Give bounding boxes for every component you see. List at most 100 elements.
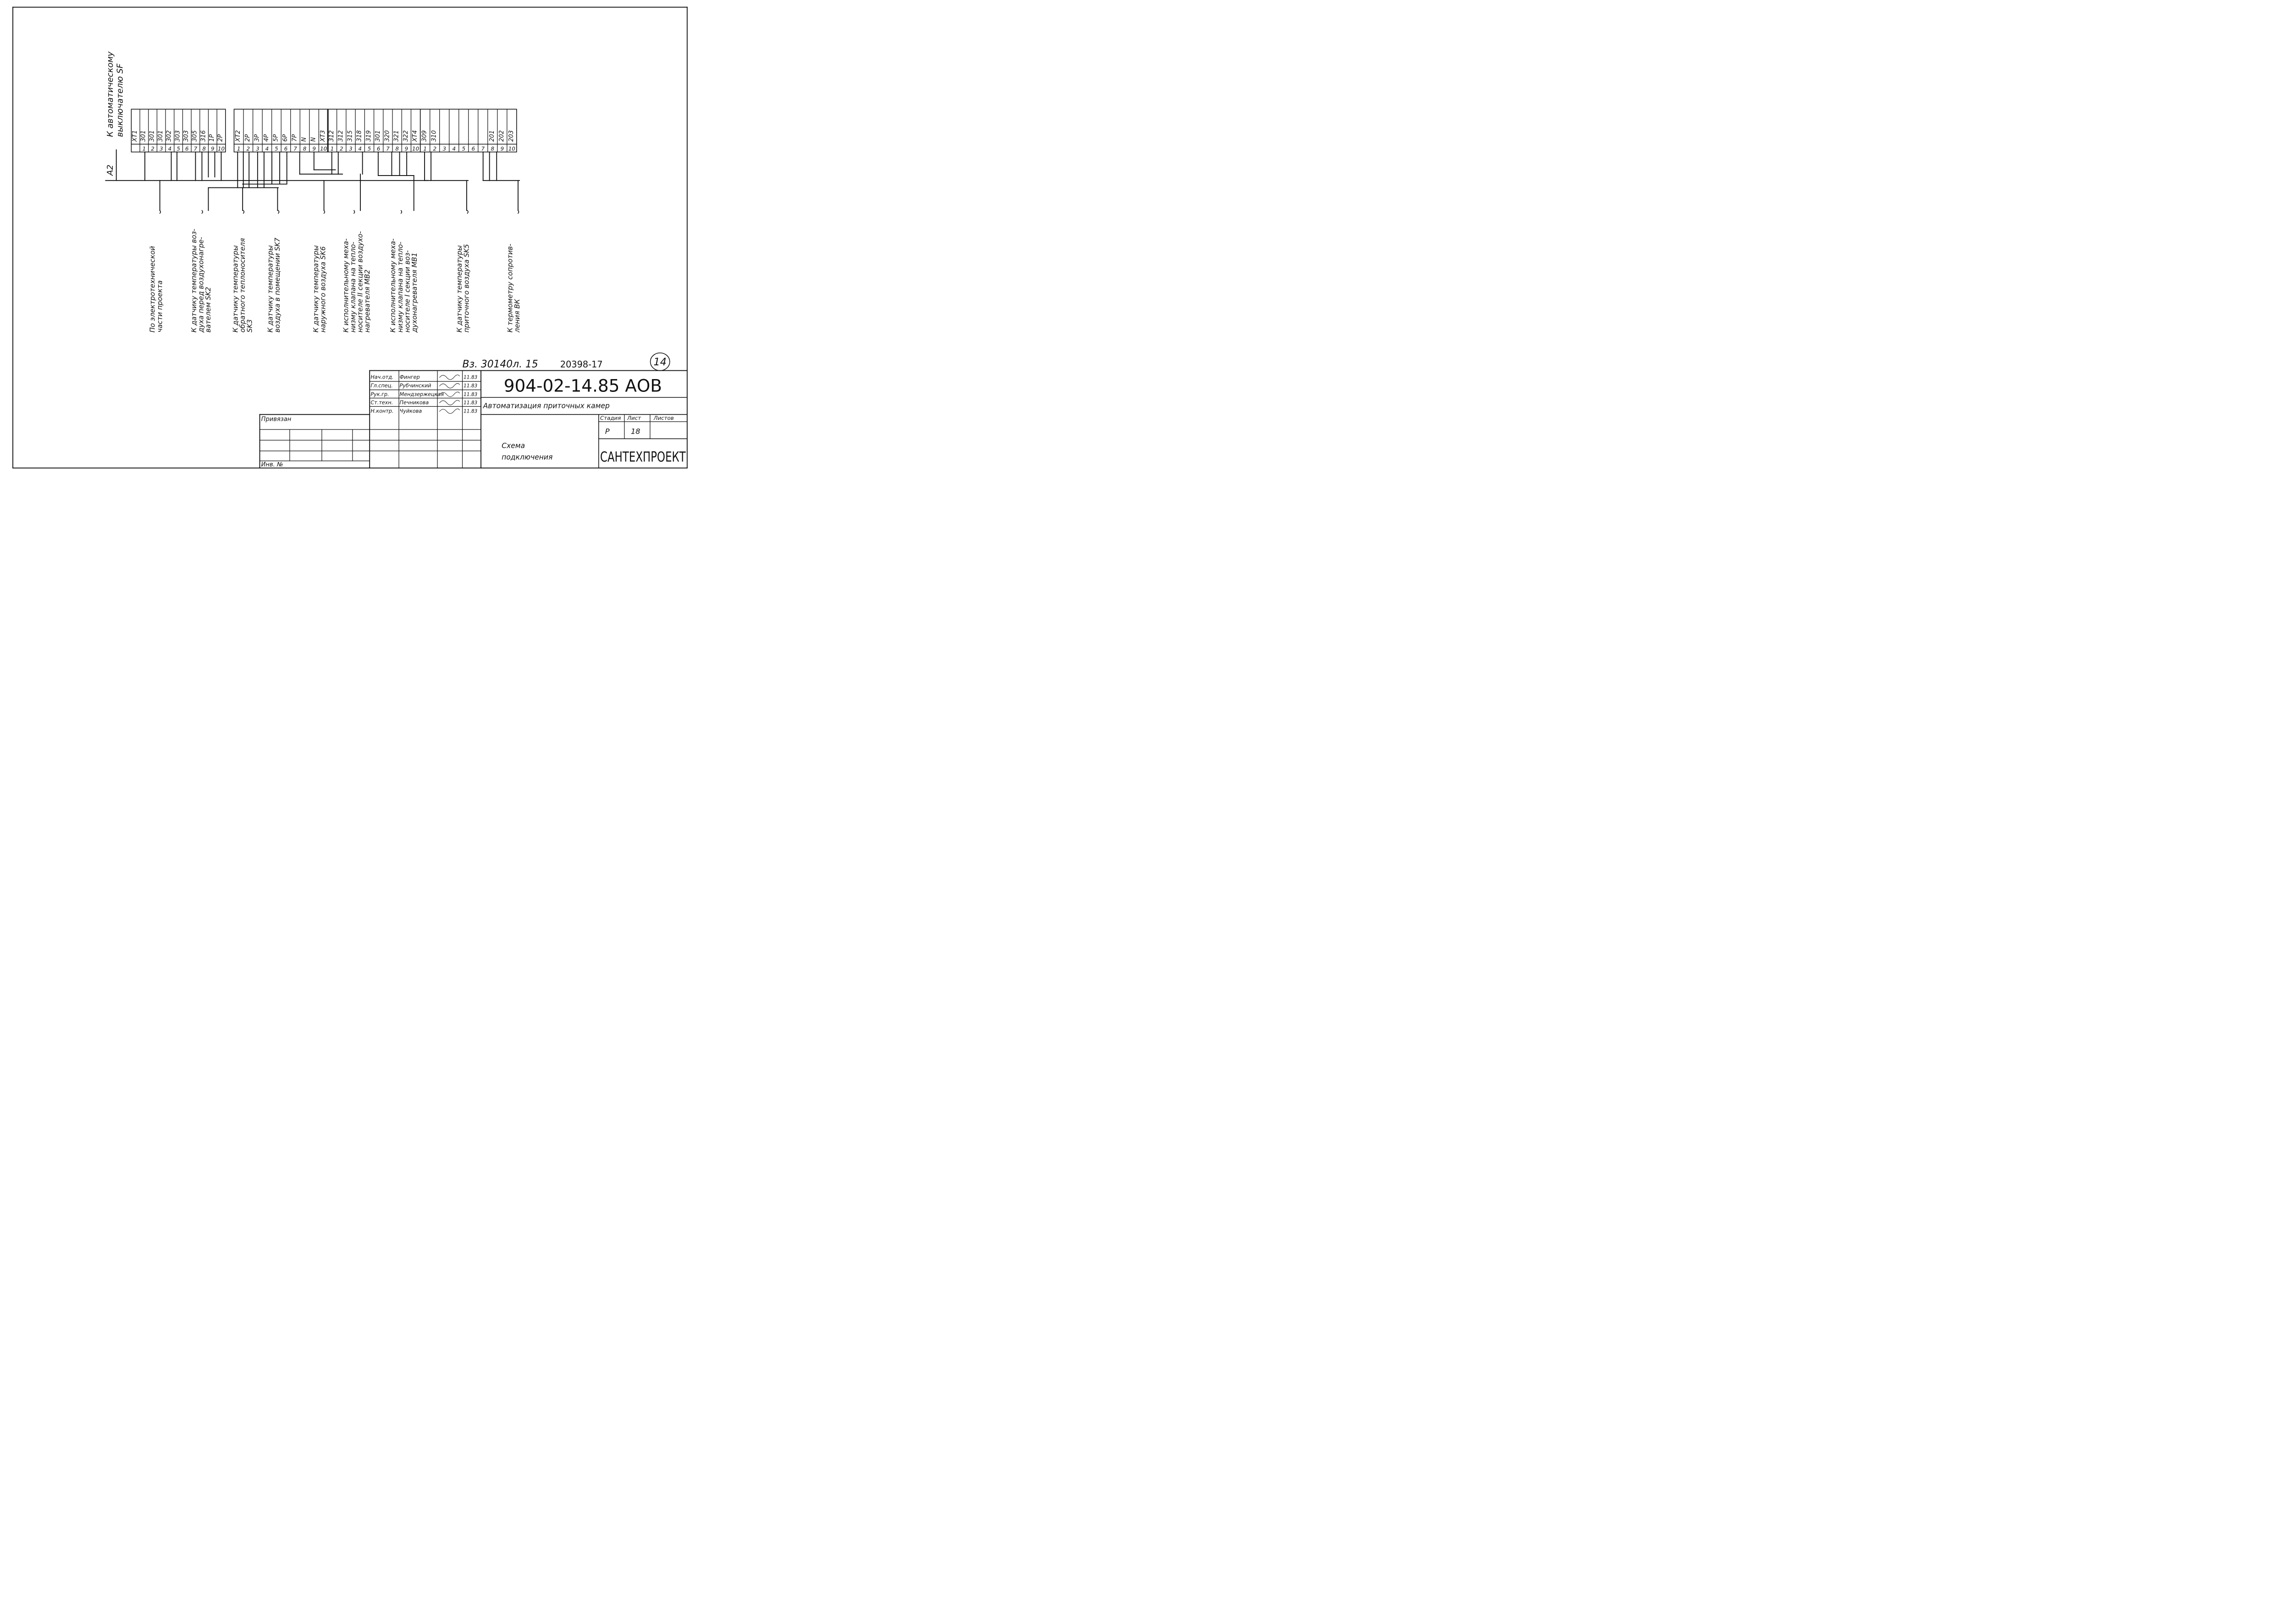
- terminal-number: 1: [331, 145, 334, 152]
- terminal-number: 8: [202, 145, 206, 152]
- wire-number: 4Р: [263, 134, 270, 142]
- terminal-number: 5: [177, 145, 180, 152]
- cable-label: К термометру сопротив-ления ВК: [506, 244, 521, 333]
- cable-label-line: приточного воздуха SK5: [463, 244, 471, 333]
- cable-label: К исполнительному меха-низму клапана на …: [342, 231, 372, 332]
- terminal-number: 5: [275, 145, 278, 152]
- staff-name: Печникова: [400, 400, 429, 406]
- terminal-number: 4: [358, 145, 362, 152]
- terminal-number: 2: [247, 145, 250, 152]
- terminal-number: 1: [237, 145, 241, 152]
- terminal-number: 7: [386, 145, 390, 152]
- wire-number: 3Р: [254, 134, 260, 142]
- wire-number: 322: [403, 130, 409, 142]
- terminal-number: 10: [320, 145, 327, 152]
- document-code: 904-02-14.85 АОВ: [504, 376, 662, 396]
- sheet-circle-number: 14: [653, 356, 667, 368]
- terminal-number: 3: [256, 145, 260, 152]
- cable-label-line: обратного теплоносителя: [238, 238, 247, 332]
- wire-number: 312: [337, 130, 344, 142]
- terminal-number: 6: [284, 145, 288, 152]
- wiring: [144, 151, 520, 211]
- wire-number: 320: [384, 130, 391, 142]
- staff-name: Чуйкова: [400, 408, 422, 414]
- wire-number: 301: [140, 130, 147, 142]
- wire-number: ХТ2: [235, 130, 242, 142]
- cable-label-line: наружного воздуха SK6: [319, 246, 327, 332]
- staff-role: Нач.отд.: [370, 374, 393, 380]
- terminal-number: 4: [452, 145, 456, 152]
- wire-number: 303: [174, 130, 181, 142]
- staff-date: 11.83: [464, 383, 478, 389]
- terminal-number: 1: [143, 145, 146, 152]
- wire-number: 303: [183, 130, 190, 142]
- wire-number: 2Р: [217, 134, 224, 142]
- wire-number: 310: [431, 130, 438, 142]
- signature: [439, 391, 460, 397]
- cable-label-line: ления ВК: [513, 298, 521, 333]
- terminal-number: 4: [265, 145, 269, 152]
- staff-role: Н.контр.: [370, 408, 393, 414]
- terminal-number: 4: [168, 145, 172, 152]
- cable-label-line: нагревателя МВ2: [363, 270, 371, 332]
- cable-label-line: К датчику температуры воз-: [190, 229, 198, 332]
- terminal-number: 2: [151, 145, 155, 152]
- bound-label: Привязан: [261, 416, 292, 423]
- terminal-number: 1: [423, 145, 427, 152]
- company-name: САНТЕХПРОЕКТ: [600, 449, 686, 465]
- cable-label-line: К датчику температуры: [266, 245, 275, 332]
- terminal-number: 3: [349, 145, 353, 152]
- svg-text:К автоматическому: К автоматическому: [105, 51, 115, 137]
- wire-number: 6Р: [282, 134, 289, 142]
- staff-role: Гл.спец.: [370, 383, 392, 389]
- terminal-number: 9: [312, 145, 316, 152]
- terminal-number: 2: [433, 145, 436, 152]
- wire-number: 321: [393, 130, 400, 142]
- terminal-number: 2: [340, 145, 343, 152]
- staff-name: Мендзержецкая: [400, 391, 444, 397]
- cable-label-line: К датчику температуры: [231, 245, 239, 332]
- cable-label: К исполнительному меха-низму клапана на …: [389, 238, 419, 333]
- wire-number: 301: [375, 130, 381, 142]
- sheet-title-line-2: подключения: [502, 453, 552, 461]
- terminal-number: 10: [218, 145, 225, 152]
- cable-label-line: носителе I секции воз-: [403, 250, 411, 332]
- terminal-number: 3: [160, 145, 163, 152]
- sheet-title-line-1: Схема: [502, 441, 525, 450]
- cable-label-line: К термометру сопротив-: [506, 244, 514, 333]
- cable-label-line: К исполнительному меха-: [389, 238, 397, 332]
- terminal-number: 7: [293, 145, 297, 152]
- order-number: 20398-17: [560, 359, 603, 370]
- signature: [439, 408, 460, 414]
- cable-label-line: К датчику температуры: [455, 245, 464, 332]
- title-block: Вз. 30140л. 15 20398-17 14 Нач.: [259, 352, 688, 468]
- wire-number: 316: [200, 130, 207, 142]
- wire-number: 5Р: [272, 134, 279, 142]
- cable-label-line: духа перед воздухонагре-: [197, 237, 205, 333]
- wire-number: ХТ3: [320, 130, 326, 142]
- svg-text:выключателю SF: выключателю SF: [116, 63, 125, 137]
- terminal-number: 7: [481, 145, 485, 152]
- cable-label-line: воздуха в помещении SK7: [273, 237, 282, 332]
- wire-number: 302: [166, 130, 173, 142]
- terminal-number: 3: [442, 145, 446, 152]
- wire-number: 315: [347, 130, 353, 142]
- staff-date: 11.83: [464, 392, 478, 397]
- cable-label-line: части проекта: [155, 281, 164, 333]
- terminal-number: 10: [412, 145, 419, 152]
- staff-role: Рук.гр.: [370, 391, 389, 397]
- terminal-number: 5: [368, 145, 371, 152]
- signature: [439, 400, 460, 405]
- wire-number: ХТ4: [412, 130, 419, 142]
- terminal-number: 9: [405, 145, 409, 152]
